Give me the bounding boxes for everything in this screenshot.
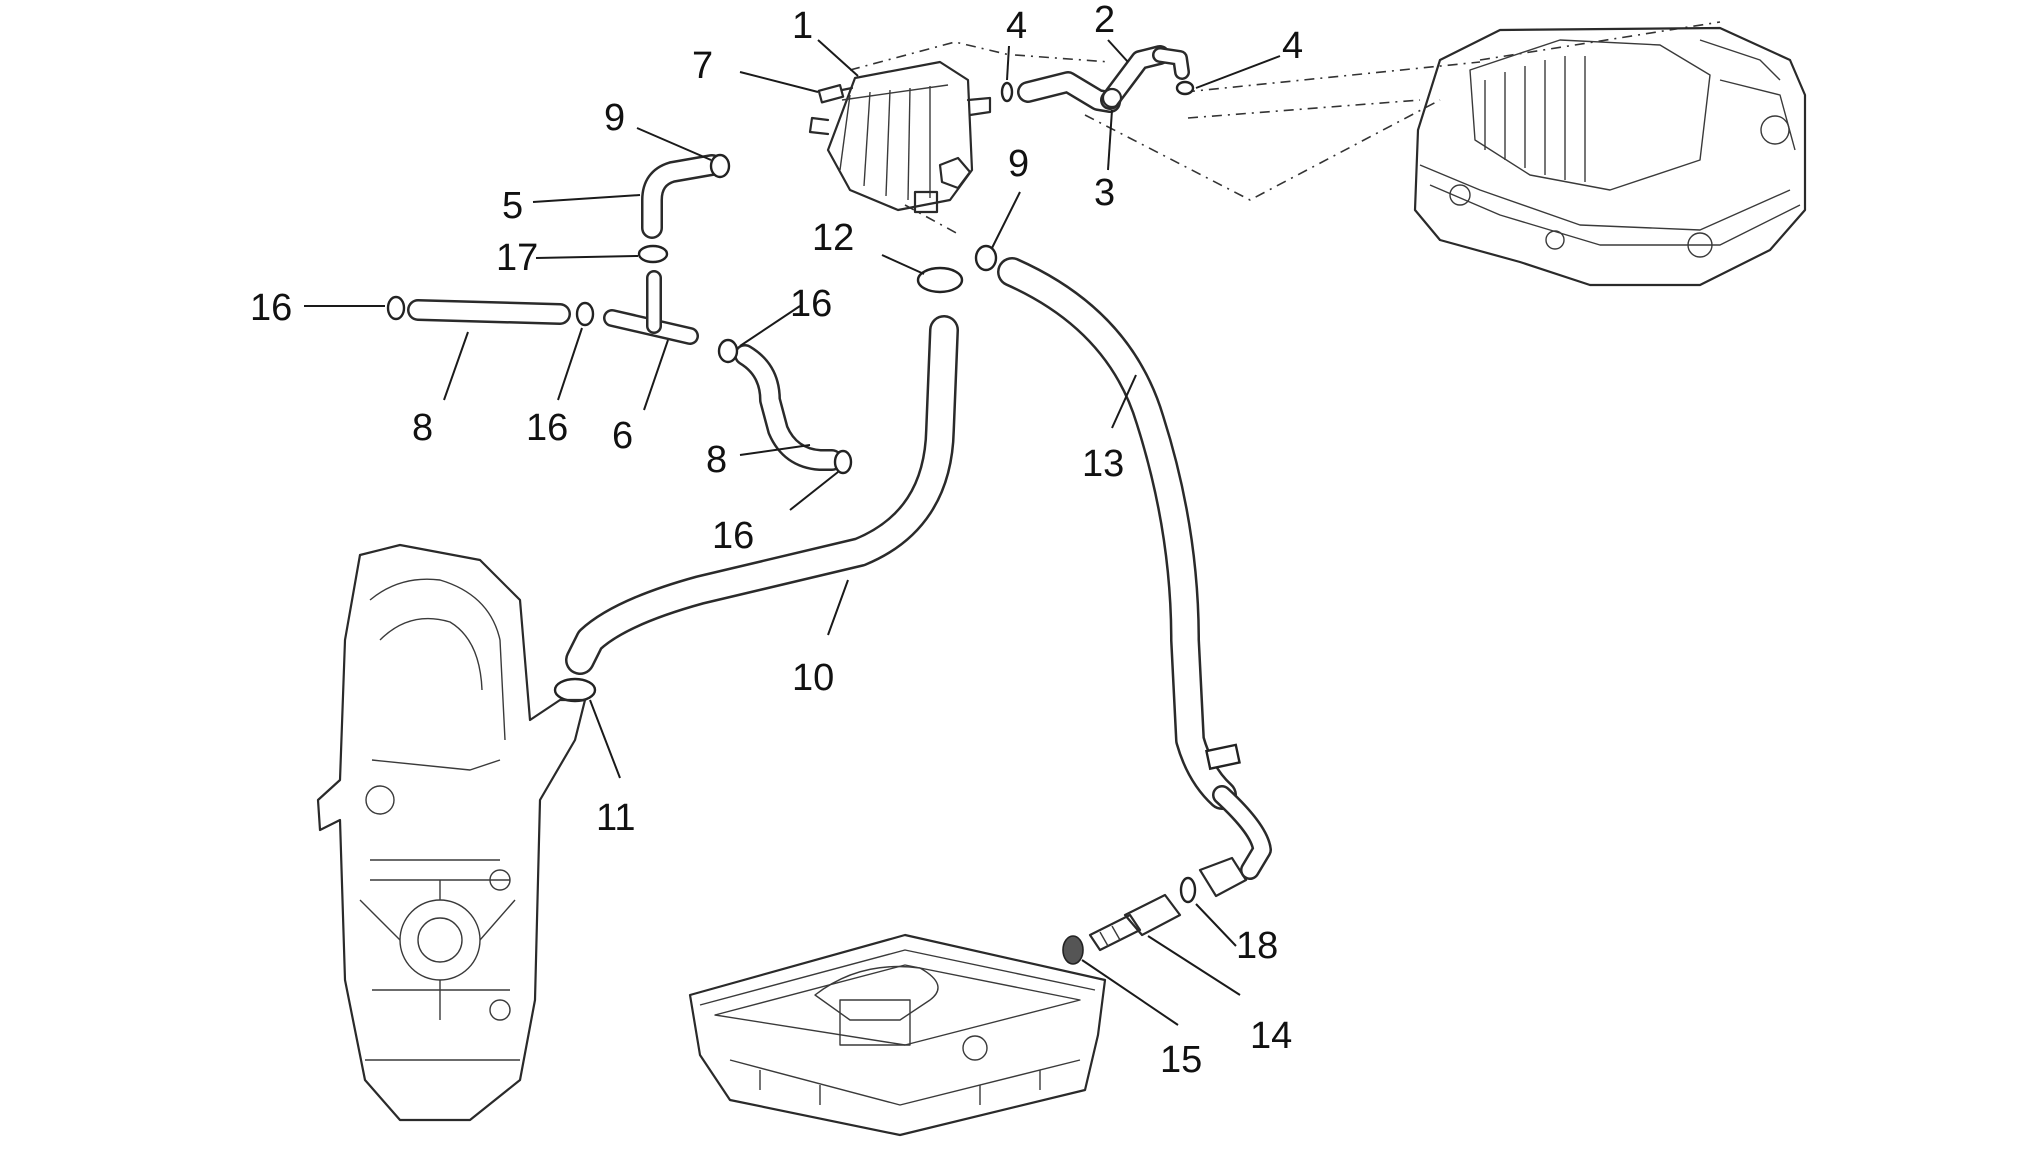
callout-13: 13 (1082, 443, 1124, 485)
hose-8-left (407, 299, 571, 325)
callout-4a: 4 (1006, 5, 1027, 47)
callout-11: 11 (596, 797, 635, 839)
callout-6: 6 (612, 415, 633, 457)
callout-4b: 4 (1282, 25, 1303, 67)
oil-separator (808, 60, 992, 214)
cylinder-head-cover (1413, 26, 1807, 287)
clamp-16b (575, 301, 595, 327)
callout-14: 14 (1250, 1015, 1292, 1057)
drain-fitting (1088, 856, 1248, 952)
clamp-16c (717, 338, 739, 364)
callout-2: 2 (1094, 0, 1115, 41)
callout-numbers: 1 2 3 4 4 5 6 7 8 8 9 9 10 11 12 13 14 1… (250, 0, 1303, 1081)
breather-pipe (1017, 45, 1190, 113)
clip-4b (1175, 80, 1195, 96)
callout-5: 5 (502, 185, 523, 227)
clamp-16d (833, 449, 853, 475)
callout-8b: 8 (706, 439, 727, 481)
clip-4a (1000, 81, 1014, 103)
elbow-hose (641, 154, 723, 239)
crankcase-cover (316, 543, 587, 1122)
callout-1: 1 (792, 5, 813, 47)
callout-15: 15 (1160, 1039, 1202, 1081)
clamp-11 (553, 677, 597, 703)
callout-10: 10 (792, 657, 834, 699)
washer-15 (1062, 935, 1084, 965)
clamp-9b (974, 244, 998, 272)
clamp-12 (916, 266, 964, 294)
callout-17: 17 (496, 237, 538, 279)
t-connector (603, 270, 699, 345)
callout-8a: 8 (412, 407, 433, 449)
callout-9b: 9 (1008, 143, 1029, 185)
clamp-17 (637, 244, 669, 264)
bolt (817, 83, 854, 104)
hose-10 (565, 315, 959, 675)
callout-3: 3 (1094, 172, 1115, 214)
hose-8-right (734, 344, 843, 471)
callout-16d: 16 (712, 515, 754, 557)
callout-7: 7 (692, 45, 713, 87)
oil-sump (688, 933, 1107, 1137)
clamp-9a (709, 153, 731, 179)
callout-18: 18 (1236, 925, 1278, 967)
callout-12: 12 (812, 217, 854, 259)
hose-13 (997, 257, 1272, 880)
alignment-lines (849, 21, 1721, 236)
callout-16b: 16 (526, 407, 568, 449)
clamp-16a (386, 295, 406, 321)
callout-16a: 16 (250, 287, 292, 329)
callout-16c: 16 (790, 283, 832, 325)
leader-lines (304, 39, 1281, 1026)
callout-9a: 9 (604, 97, 625, 139)
